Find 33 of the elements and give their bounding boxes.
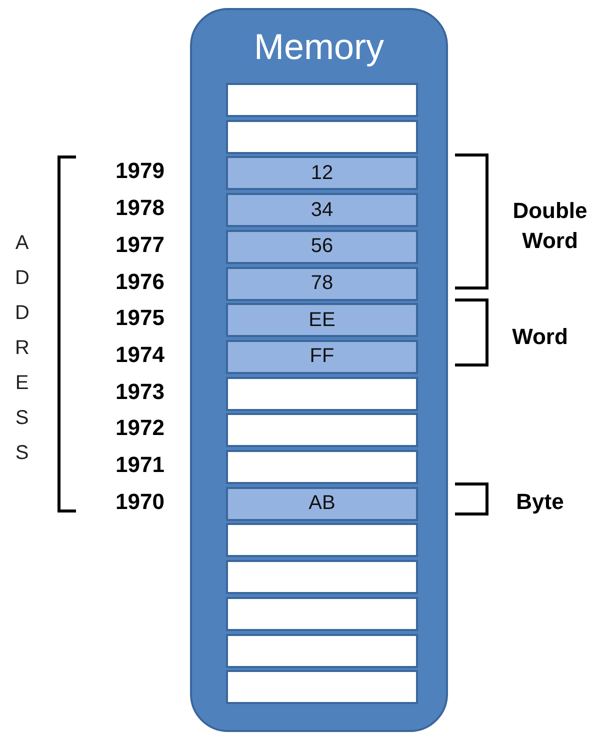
memory-cell (226, 596, 418, 631)
memory-cell: AB (226, 486, 418, 521)
address-number: 1978 (114, 195, 166, 222)
memory-cell (226, 413, 418, 448)
memory-cell: FF (226, 340, 418, 374)
memory-cell (226, 523, 418, 558)
address-number: 1970 (114, 488, 166, 515)
size-label: Byte (515, 488, 565, 516)
memory-cell: 34 (226, 193, 418, 228)
memory-cell: 78 (226, 266, 418, 300)
address-number: 1975 (114, 305, 166, 332)
memory-cell: 56 (226, 230, 418, 264)
address-number: 1973 (114, 378, 166, 405)
memory-cell (226, 560, 418, 594)
memory-cell (226, 450, 418, 484)
memory-cell: EE (226, 303, 418, 338)
address-number: 1977 (114, 232, 166, 258)
address-number: 1974 (114, 342, 166, 368)
memory-cell (226, 376, 418, 411)
memory-panel (190, 8, 448, 732)
address-number: 1979 (114, 158, 166, 184)
size-label: Word (511, 322, 569, 351)
panel-title: Memory (252, 26, 385, 68)
memory-cell (226, 83, 418, 117)
memory-cell (226, 634, 418, 668)
address-number: 1971 (114, 452, 166, 478)
address-number: 1972 (114, 415, 166, 442)
memory-cell (226, 670, 418, 704)
address-number: 1976 (114, 268, 166, 294)
size-label: Double Word (512, 197, 588, 256)
memory-cell: 12 (226, 156, 418, 190)
memory-cell (226, 120, 418, 154)
axis-title: ADDRESS (15, 231, 29, 466)
